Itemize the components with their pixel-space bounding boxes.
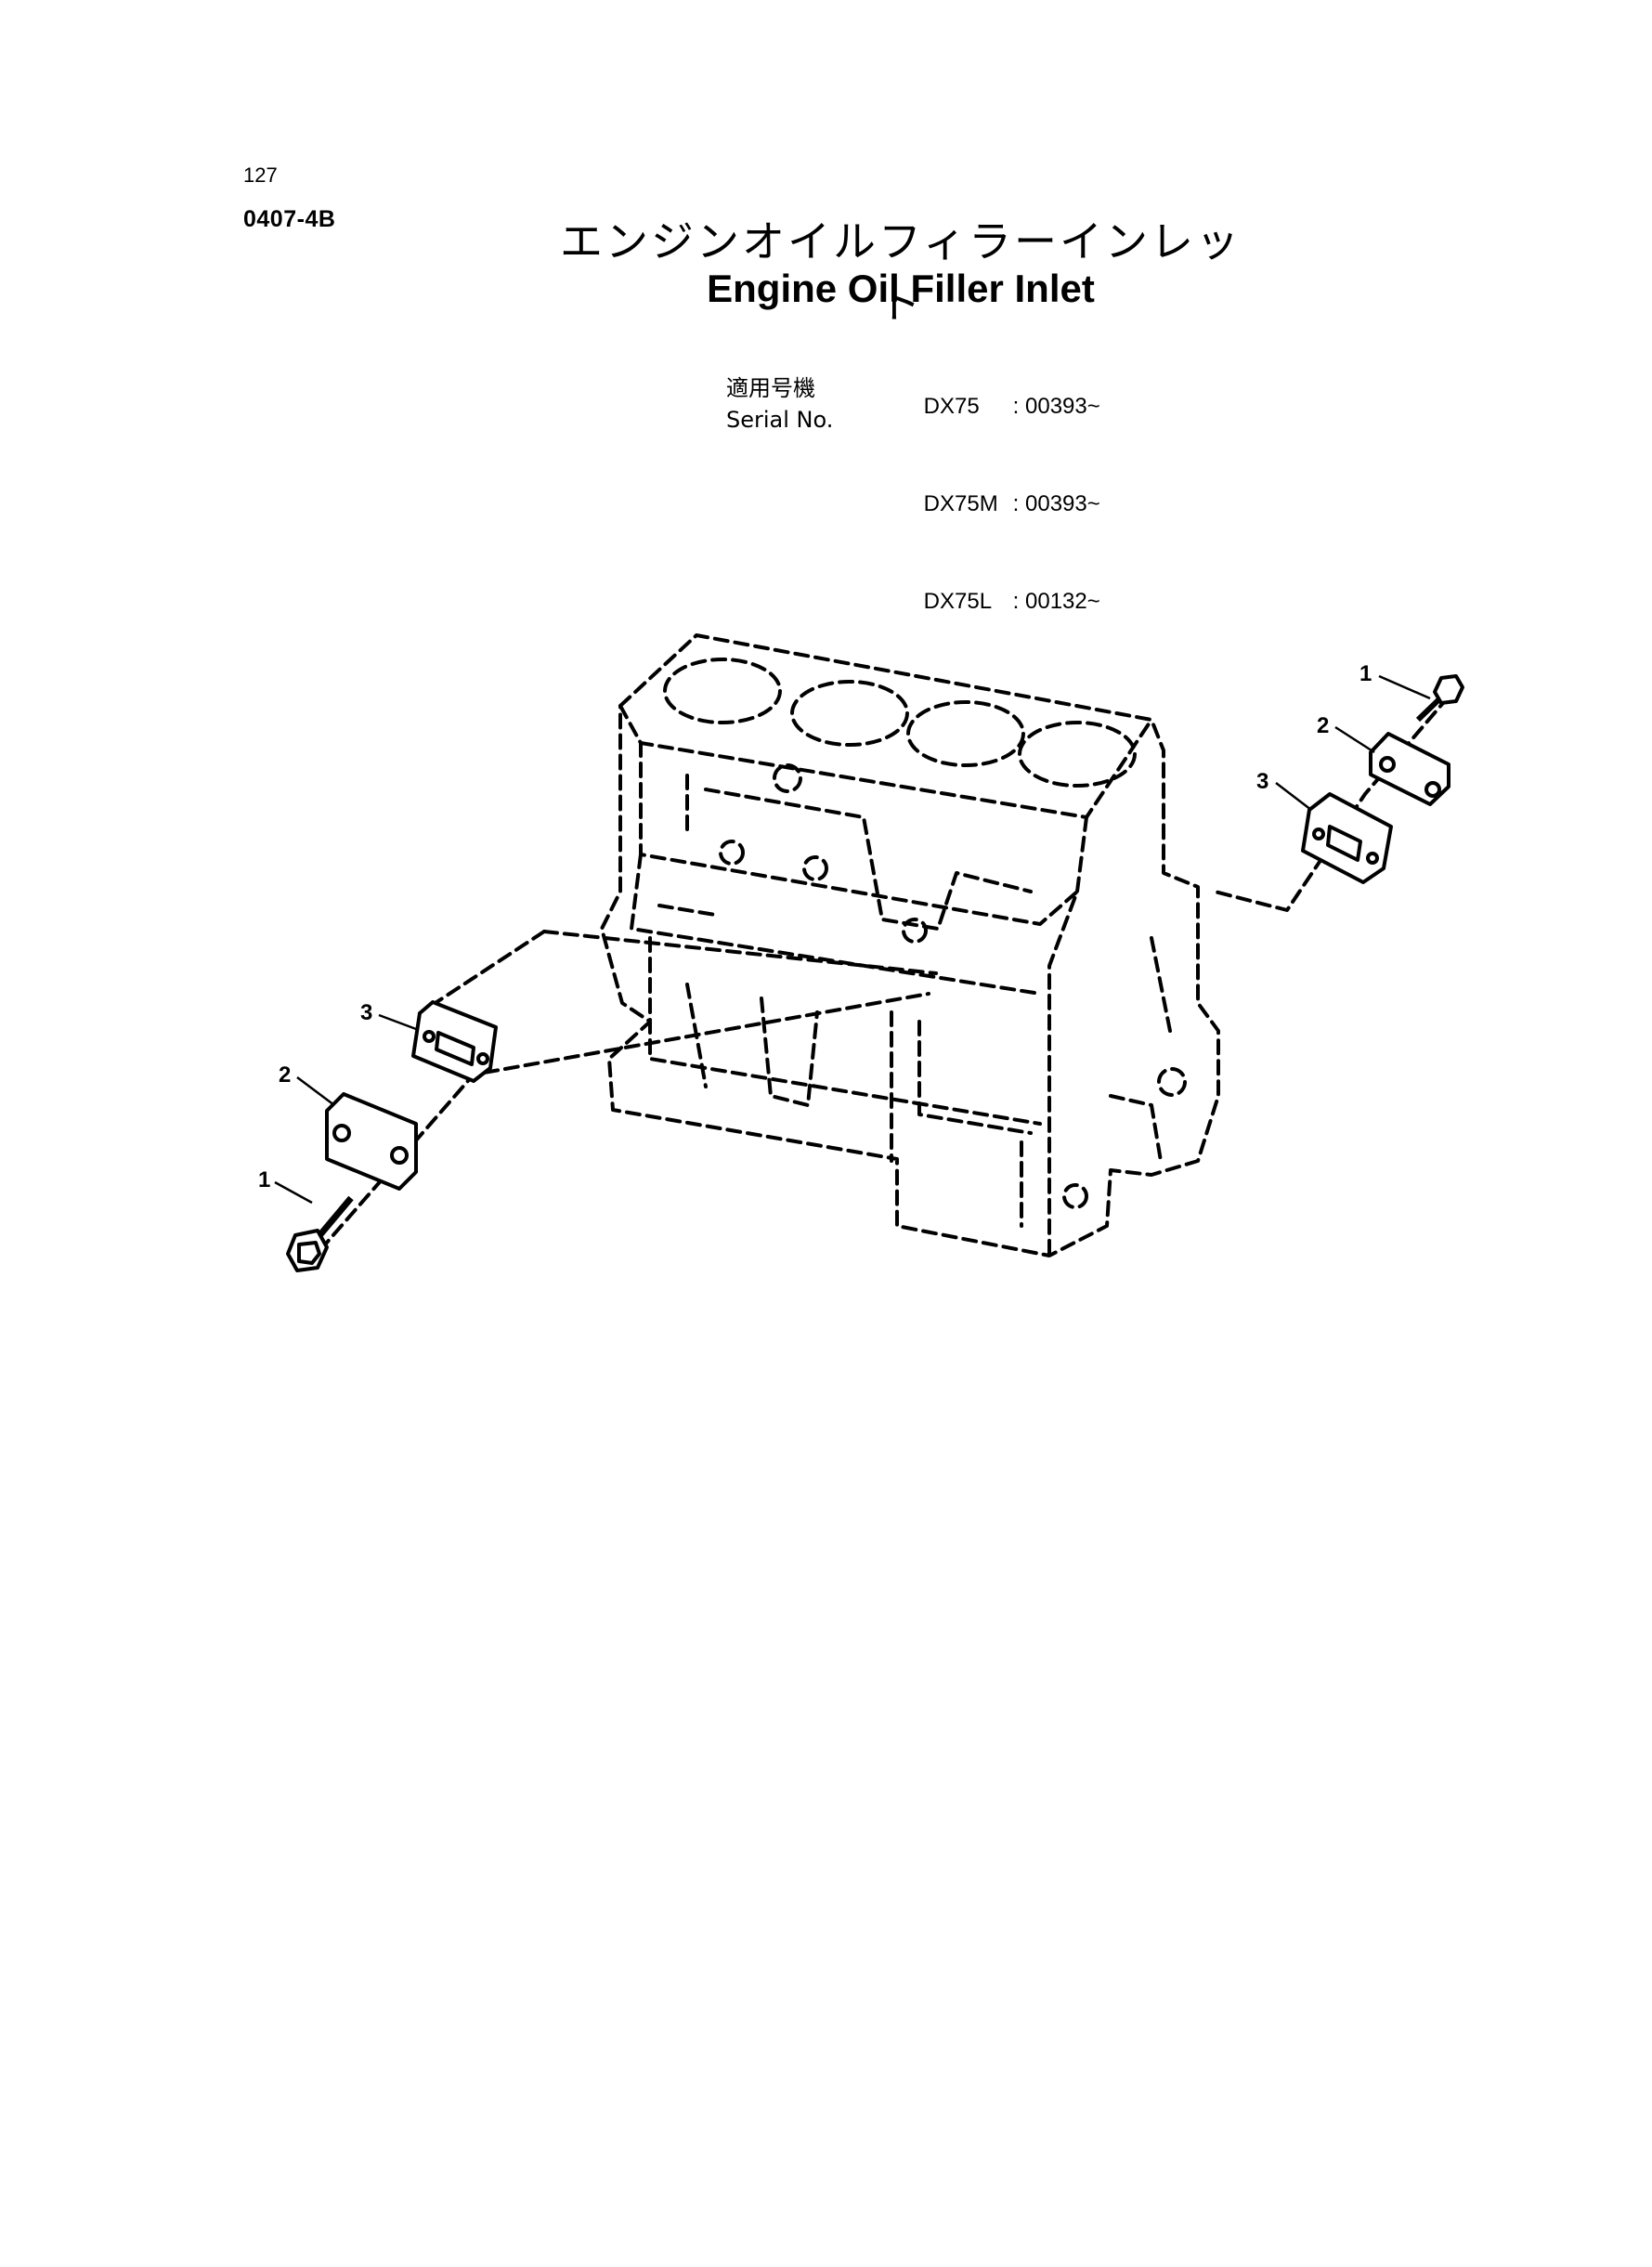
assembly-line — [418, 930, 546, 1015]
leader-line — [1334, 725, 1375, 754]
leader-line — [296, 1076, 335, 1106]
callout-2-right: 2 — [1317, 713, 1329, 738]
serial-values: DX75 : 00393~ DX75M : 00393~ DX75L : 00132~ — [899, 358, 1100, 650]
serial-row: DX75L : 00132~ — [899, 553, 1100, 650]
serial-row: DX75M : 00393~ — [899, 455, 1100, 553]
callout-1-right: 1 — [1359, 661, 1372, 686]
gasket-left — [411, 1000, 498, 1083]
callout-2-left: 2 — [279, 1062, 291, 1088]
serial-label-jp: 適用号機 — [726, 375, 815, 401]
serial-model: DX75M — [923, 491, 998, 516]
callout-3-right: 3 — [1256, 769, 1268, 794]
leader-line — [274, 1180, 313, 1205]
assembly-line — [542, 930, 938, 975]
serial-label: 適用号機 Serial No. — [726, 372, 833, 436]
serial-range: : 00393~ — [1012, 394, 1100, 419]
gasket-right — [1301, 792, 1393, 884]
leader-line — [1275, 782, 1312, 811]
engine-block-outline — [600, 633, 1220, 1257]
serial-model: DX75L — [923, 589, 993, 614]
bolt-left — [286, 1195, 354, 1272]
leader-line — [378, 1013, 417, 1031]
leader-line — [1378, 674, 1431, 700]
callout-1-left: 1 — [258, 1167, 270, 1192]
cover-plate-left — [325, 1092, 418, 1191]
title-japanese: エンジンオイルフィラーインレット — [559, 216, 1242, 328]
page-code: 0407-4B — [243, 206, 336, 232]
serial-range: : 00393~ — [1012, 491, 1100, 516]
title-english: Engine Oil Filler Inlet — [707, 267, 1095, 310]
serial-row: DX75 : 00393~ — [899, 358, 1100, 455]
callout-3-left: 3 — [360, 1000, 372, 1025]
cover-plate-right — [1369, 732, 1450, 806]
serial-model: DX75 — [923, 394, 980, 419]
bolt-right — [1415, 674, 1464, 723]
serial-range: : 00132~ — [1012, 589, 1100, 614]
page-number: 127 — [243, 163, 278, 187]
serial-label-en: Serial No. — [726, 407, 834, 433]
